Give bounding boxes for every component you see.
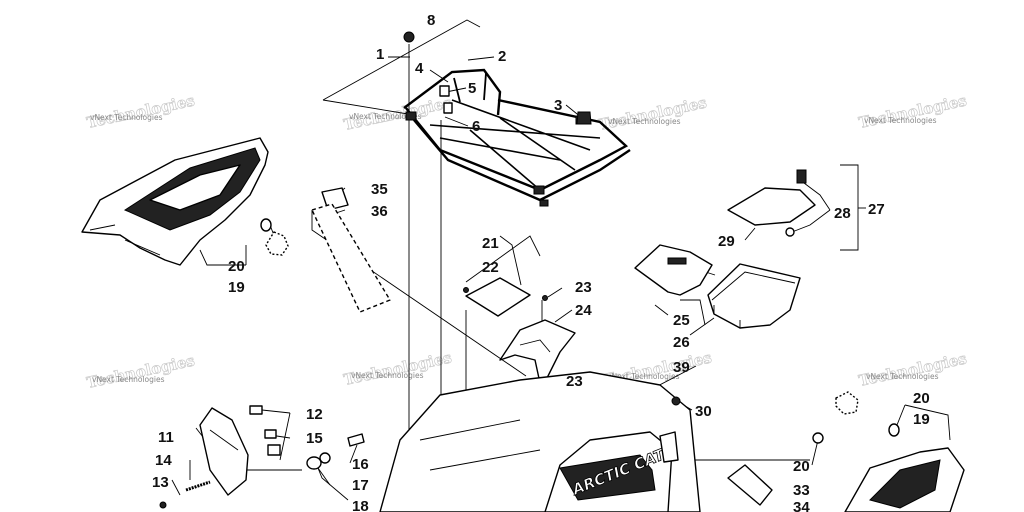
watermark: Technologies vNext Technologies [85,91,197,132]
callout-35: 35 [371,181,388,198]
callout-23b: 23 [566,373,583,390]
svg-text:Technologies: Technologies [342,348,453,388]
svg-text:vNext Technologies: vNext Technologies [90,113,163,122]
callout-25: 25 [673,312,690,329]
callout-18: 18 [352,498,369,512]
callout-8: 8 [427,12,435,29]
callout-34: 34 [793,499,810,512]
callout-16: 16 [352,456,369,473]
svg-text:vNext Technologies: vNext Technologies [351,371,424,380]
svg-text:Technologies: Technologies [85,351,196,391]
svg-text:Technologies: Technologies [857,349,968,389]
callout-15: 15 [306,430,323,447]
spring-14 [185,480,211,492]
left-side-panel [81,137,289,266]
retainer-19-right [835,391,859,415]
callout-39: 39 [673,359,690,376]
callout-29: 29 [718,233,735,250]
svg-text:vNext Technologies: vNext Technologies [607,372,680,381]
callout-5: 5 [468,80,476,97]
callout-19-right: 19 [913,411,930,428]
callout-13: 13 [152,474,169,491]
callout-12: 12 [306,406,323,423]
bracket-39 [659,431,679,463]
callout-20-right: 20 [913,390,930,407]
callout-21: 21 [482,235,499,252]
nut-20-center [812,432,824,444]
callout-36: 36 [371,203,388,220]
callout-2: 2 [498,48,506,65]
decal-33 [727,464,773,506]
retainer-19-left [265,231,289,256]
callout-20-center: 20 [793,458,810,475]
callout-26: 26 [673,334,690,351]
callout-numbers: 1 2 3 4 5 6 8 11 12 13 14 15 16 17 18 19… [152,12,930,512]
svg-text:vNext Technologies: vNext Technologies [608,117,681,126]
decal-35-36 [311,187,391,313]
callout-24: 24 [575,302,592,319]
callout-1: 1 [376,46,384,63]
watermark: Technologies vNext Technologies [342,348,454,389]
bracket-24 [499,319,576,384]
storage-box-26 [707,263,801,329]
rear-body: ARCTIC CAT [379,371,701,512]
storage-lid-25 [634,244,713,296]
screw-30 [671,396,681,406]
callout-22: 22 [482,259,499,276]
callout-14: 14 [155,452,172,469]
spacer-5 [439,85,450,97]
callout-17: 17 [352,477,369,494]
callout-19-left: 19 [228,279,245,296]
right-side-panel [812,391,965,512]
callout-33: 33 [793,482,810,499]
spacer-4 [443,102,453,114]
fasteners-12-18 [249,405,365,470]
mud-flap-11 [159,407,249,509]
callout-27: 27 [868,201,885,218]
rear-rack [403,68,631,207]
callout-6: 6 [472,118,480,135]
svg-text:Technologies: Technologies [857,91,968,131]
svg-text:vNext Technologies: vNext Technologies [92,375,165,384]
callout-20-left: 20 [228,258,245,275]
callout-11: 11 [158,429,174,446]
svg-text:Technologies: Technologies [597,93,708,133]
bolt-8 [403,31,415,43]
cover-28 [727,169,816,237]
watermark: Technologies vNext Technologies [85,351,197,392]
cap-3 [576,111,592,125]
nut-20-left [260,218,272,232]
watermark: Technologies vNext Technologies [857,91,969,132]
nut-20-right [888,423,900,437]
watermark: Technologies vNext Technologies [342,93,454,134]
svg-text:vNext Technologies: vNext Technologies [866,372,939,381]
svg-text:vNext Technologies: vNext Technologies [349,112,422,121]
callout-30: 30 [695,403,712,420]
watermark: Technologies vNext Technologies [597,93,709,134]
svg-text:Technologies: Technologies [85,91,196,131]
rack-hardware [403,31,592,125]
storage-pad-21 [463,277,548,317]
callout-28: 28 [834,205,851,222]
callout-4: 4 [415,60,424,77]
svg-text:vNext Technologies: vNext Technologies [864,116,937,125]
callout-23a: 23 [575,279,592,296]
callout-3: 3 [554,97,562,114]
watermark: Technologies vNext Technologies [857,349,969,390]
